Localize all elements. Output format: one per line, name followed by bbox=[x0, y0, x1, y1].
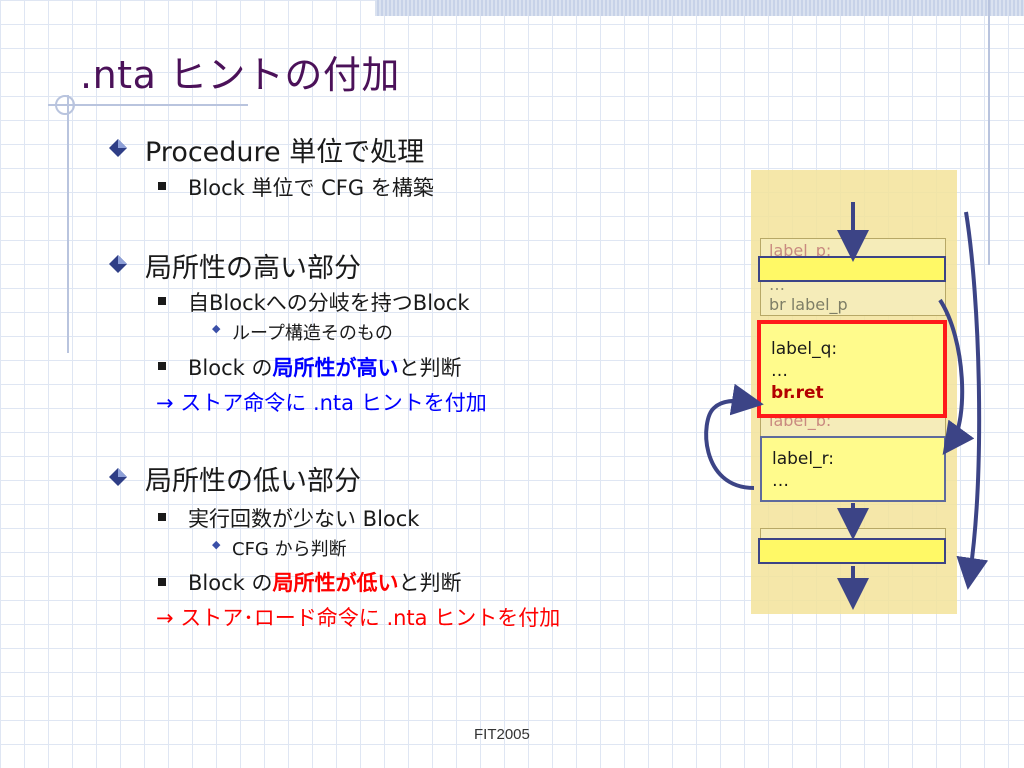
branch-arrow-right bbox=[938, 298, 975, 455]
square-bullet-icon bbox=[158, 297, 166, 305]
long-skip-arrow bbox=[956, 211, 989, 590]
section-heading-procedure: Procedure 単位で処理 bbox=[145, 137, 425, 168]
bullet-self-branch: 自Blockへの分岐を持つBlock bbox=[188, 291, 470, 315]
conclusion-store-load-nta: → ストア･ロード命令に .nta ヒントを付加 bbox=[156, 606, 561, 630]
block-label-r: label_r: … bbox=[760, 436, 946, 502]
square-bullet-icon bbox=[158, 578, 166, 586]
diamond-bullet-icon bbox=[109, 139, 127, 157]
block-r-label: label_r: bbox=[772, 449, 835, 469]
section-heading-low-locality: 局所性の低い部分 bbox=[145, 466, 361, 497]
block-label-q: label_q: … br.ret bbox=[757, 320, 947, 418]
ghost-branch: br label_p bbox=[769, 295, 848, 314]
bullet-block-cfg: Block 単位で CFG を構築 bbox=[188, 176, 434, 200]
top-decoration-bar bbox=[375, 0, 1024, 16]
footer-text: FIT2005 bbox=[474, 726, 530, 743]
section-heading-high-locality: 局所性の高い部分 bbox=[145, 253, 361, 284]
block-q-label: label_q: bbox=[771, 339, 838, 359]
sub-bullet-loop: ループ構造そのもの bbox=[232, 323, 393, 344]
square-bullet-icon bbox=[158, 182, 166, 190]
title-underline bbox=[48, 104, 248, 106]
bullet-low-locality-judge: Block の局所性が低いと判断 bbox=[188, 571, 462, 595]
sub-bullet-cfg: CFG から判断 bbox=[232, 539, 347, 560]
square-bullet-icon bbox=[158, 513, 166, 521]
block-q-dots: … bbox=[771, 361, 788, 381]
block-q-instr: br.ret bbox=[771, 383, 824, 403]
slide-title: .nta ヒントの付加 bbox=[80, 53, 400, 97]
small-diamond-bullet-icon: ◆ bbox=[212, 538, 221, 551]
left-decoration-line bbox=[67, 95, 69, 353]
diamond-bullet-icon bbox=[109, 255, 127, 273]
square-bullet-icon bbox=[158, 362, 166, 370]
ghost-label-p: label_p: bbox=[769, 241, 832, 260]
conclusion-store-nta: → ストア命令に .nta ヒントを付加 bbox=[156, 391, 487, 415]
right-decoration-line bbox=[988, 0, 990, 265]
small-diamond-bullet-icon: ◆ bbox=[212, 322, 221, 335]
bullet-low-exec-count: 実行回数が少ない Block bbox=[188, 507, 420, 531]
decoration-circle bbox=[55, 95, 75, 115]
bullet-high-locality-judge: Block の局所性が高いと判断 bbox=[188, 356, 462, 380]
diamond-bullet-icon bbox=[109, 468, 127, 486]
block-r-dots: … bbox=[772, 471, 789, 491]
loop-back-arrow bbox=[704, 383, 764, 490]
